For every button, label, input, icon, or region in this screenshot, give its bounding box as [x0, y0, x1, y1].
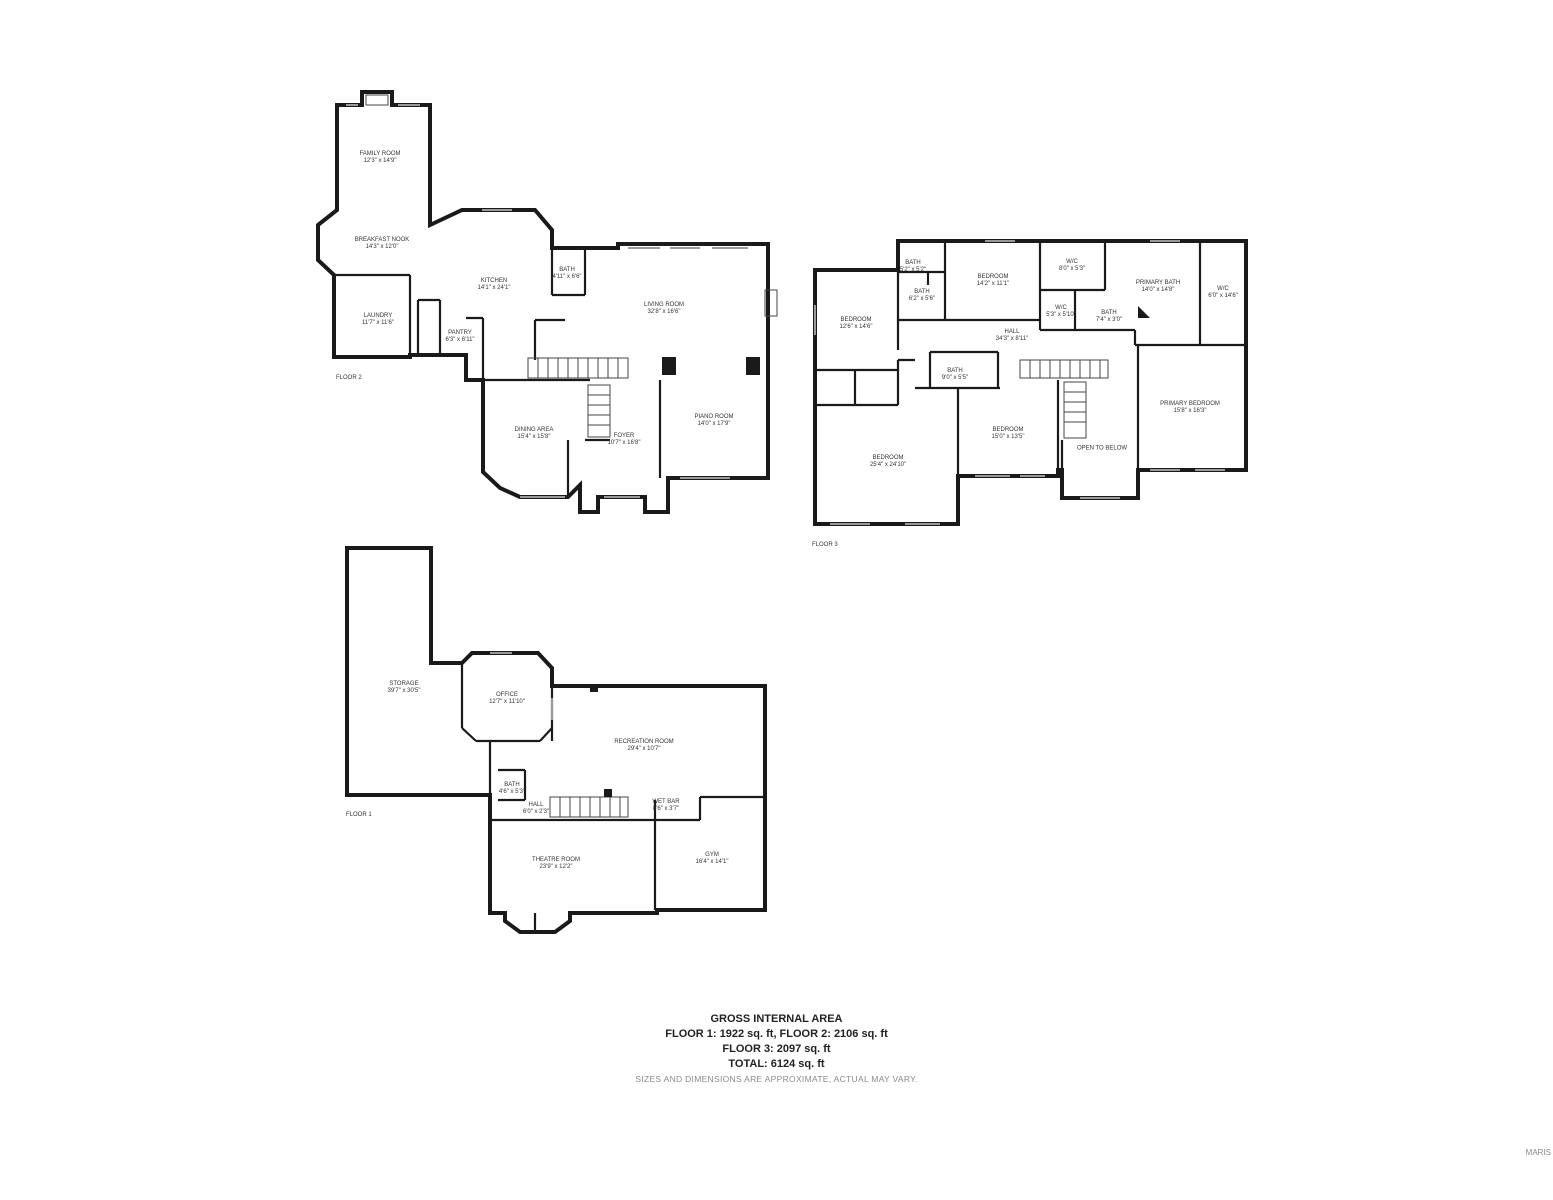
floor3-label: FLOOR 3: [812, 542, 838, 548]
floor1-plan: [345, 546, 767, 934]
watermark: MARIS: [1525, 1148, 1551, 1157]
summary-disclaimer: SIZES AND DIMENSIONS ARE APPROXIMATE, AC…: [635, 1074, 918, 1084]
summary-total: TOTAL: 6124 sq. ft: [728, 1058, 825, 1070]
floor2-label: FLOOR 2: [336, 375, 362, 381]
floor1-label: FLOOR 1: [346, 812, 372, 818]
room-open-to-below: OPEN TO BELOW: [1076, 445, 1128, 452]
floor1-outline: [345, 546, 767, 934]
summary-title: GROSS INTERNAL AREA: [710, 1013, 843, 1025]
summary-line1: FLOOR 1: 1922 sq. ft, FLOOR 2: 2106 sq. …: [665, 1028, 888, 1040]
floor2-plan: [316, 90, 778, 514]
floor3-plan: [813, 239, 1248, 526]
summary-line2: FLOOR 3: 2097 sq. ft: [722, 1043, 831, 1055]
area-summary: GROSS INTERNAL AREA FLOOR 1: 1922 sq. ft…: [0, 1012, 1553, 1086]
floor3-outline: [813, 239, 1248, 526]
